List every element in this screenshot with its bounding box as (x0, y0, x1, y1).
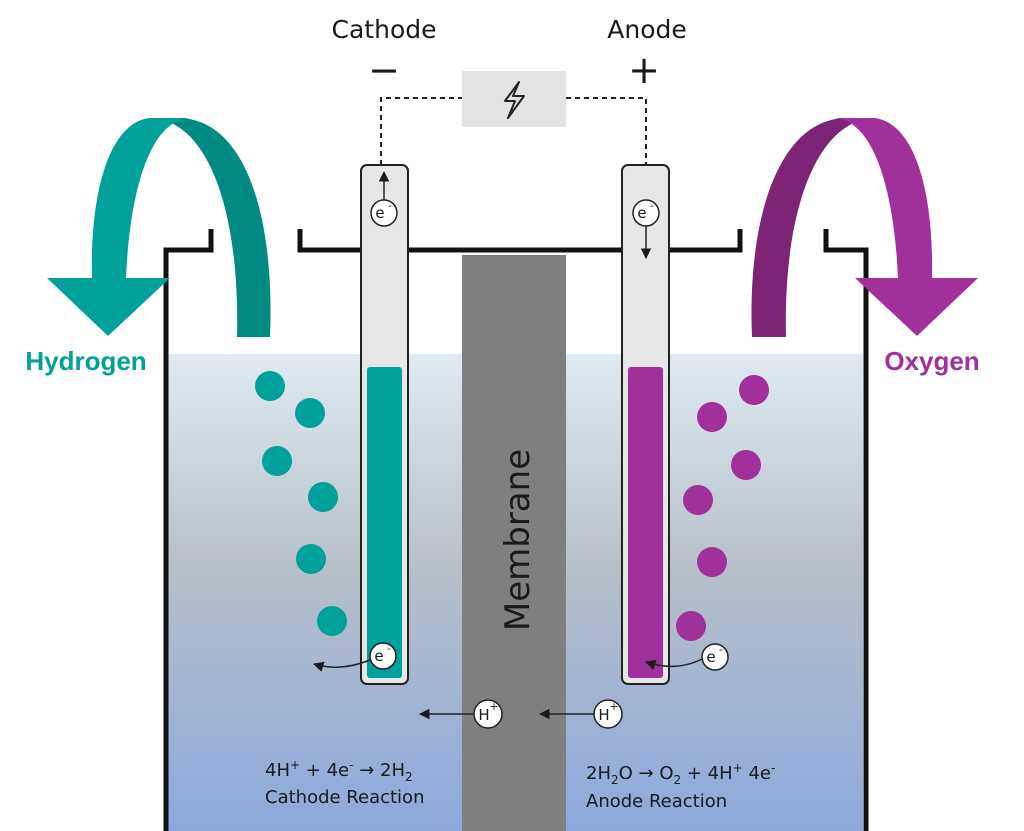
oxygen-bubbles (676, 375, 769, 641)
svg-text:-: - (387, 642, 391, 655)
svg-text:e: e (706, 648, 715, 666)
external-circuit (380, 97, 647, 165)
cathode-label: Cathode (332, 15, 437, 44)
svg-text:e: e (375, 204, 384, 222)
power-supply (462, 71, 566, 127)
proton-marker: H + (473, 699, 503, 729)
svg-text:H: H (598, 706, 609, 724)
cathode-reaction-name: Cathode Reaction (265, 787, 424, 808)
tank (163, 229, 869, 831)
curved-arrow-down-left-icon (47, 118, 271, 337)
hydrogen-label: Hydrogen (25, 346, 146, 376)
anode-electrode: e - e - (621, 164, 729, 685)
curved-arrow-down-right-icon (751, 118, 978, 337)
svg-text:-: - (388, 199, 392, 212)
svg-text:-: - (719, 643, 723, 656)
proton-transport: H + H + (418, 699, 623, 729)
svg-text:+: + (489, 700, 498, 713)
anode-label: Anode (607, 15, 687, 44)
cathode-electrode: e - e - (312, 164, 409, 685)
cathode-reaction-equation: 4H+ + 4e- → 2H2 (265, 758, 413, 784)
lightning-bolt-icon (504, 81, 525, 119)
electron-marker: e - (701, 643, 729, 671)
anode-sign: + (628, 48, 660, 92)
svg-text:e: e (637, 204, 646, 222)
anode-reaction-name: Anode Reaction (586, 791, 727, 812)
hydrogen-bubbles (255, 371, 347, 636)
anode-reaction-equation: 2H2O → O2 + 4H+ 4e- (586, 761, 775, 787)
membrane (462, 255, 566, 831)
electron-marker: e - (632, 199, 660, 227)
svg-text:H: H (478, 706, 489, 724)
electron-marker: e - (370, 199, 398, 227)
oxygen-label: Oxygen (884, 346, 979, 376)
proton-marker: H + (593, 699, 623, 729)
svg-text:e: e (374, 647, 383, 665)
cathode-sign: − (368, 48, 400, 92)
electron-marker: e - (369, 642, 397, 670)
svg-text:-: - (650, 199, 654, 212)
svg-text:+: + (609, 700, 618, 713)
membrane-label: Membrane (498, 449, 538, 631)
